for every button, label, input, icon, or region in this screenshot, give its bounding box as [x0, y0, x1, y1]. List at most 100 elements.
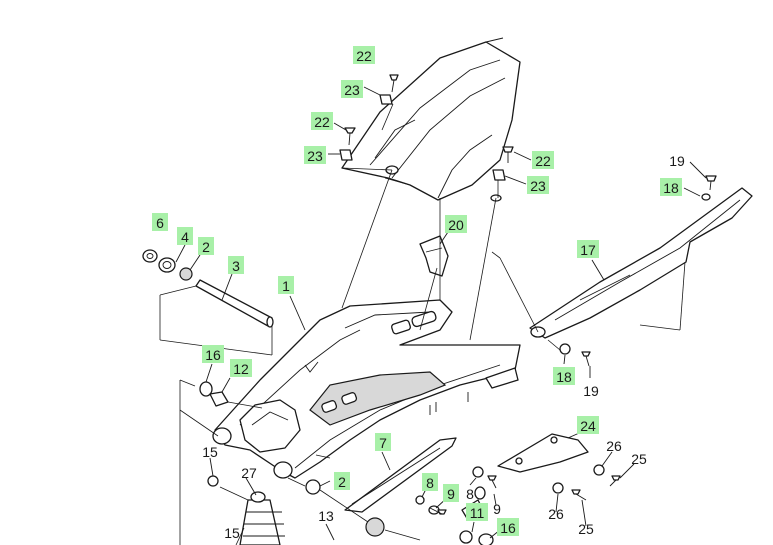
callout-number: 18: [556, 369, 572, 385]
callout-15: 15: [202, 444, 218, 460]
callout-highlight: [577, 416, 599, 434]
callout-6: 6: [152, 213, 168, 231]
callout-highlight: [230, 359, 252, 377]
callout-number: 22: [356, 48, 372, 64]
guide-lines: [159, 103, 686, 545]
callout-number: 26: [548, 506, 564, 522]
callout-number: 13: [318, 508, 334, 524]
callout-9: 9: [443, 484, 459, 502]
callout-number: 19: [583, 383, 599, 399]
callout-highlight: [375, 433, 391, 451]
callout-15: 15: [224, 525, 240, 541]
callout-18: 18: [553, 367, 575, 385]
bushing-part-2: [179, 267, 193, 281]
callout-highlight: [577, 240, 599, 258]
callout-highlight: [527, 176, 549, 194]
callout-8: 8: [466, 486, 474, 502]
callout-25: 25: [631, 451, 647, 467]
callout-highlight: [422, 473, 438, 491]
callout-16: 16: [497, 518, 519, 536]
bushing-part-12: [209, 391, 229, 407]
callout-highlight: [466, 503, 488, 521]
shock-mount-part: [239, 399, 301, 453]
callout-number: 8: [466, 486, 474, 502]
shock-absorber-part: [239, 491, 285, 545]
callout-2: 2: [334, 472, 350, 490]
callout-number: 23: [344, 82, 360, 98]
callout-highlight: [177, 227, 193, 245]
bracket-part: [497, 433, 589, 473]
callout-number: 6: [156, 215, 164, 231]
callout-number: 15: [224, 525, 240, 541]
callout-highlight: [152, 213, 168, 231]
callout-number: 26: [606, 438, 622, 454]
callout-highlight: [443, 484, 459, 502]
callout-number: 7: [379, 435, 387, 451]
callout-27: 27: [241, 465, 257, 481]
callout-number: 23: [530, 178, 546, 194]
callout-19: 19: [669, 153, 685, 169]
callout-23: 23: [304, 146, 326, 164]
callout-highlight: [660, 178, 682, 196]
callout-number: 20: [448, 217, 464, 233]
callout-highlight: [198, 237, 214, 255]
callout-number: 16: [205, 347, 221, 363]
callout-number: 11: [470, 505, 485, 521]
callout-19: 19: [583, 383, 599, 399]
callout-16: 16: [202, 345, 224, 363]
callout-highlight: [228, 256, 244, 274]
callout-highlight: [341, 80, 363, 98]
callout-highlight: [353, 46, 375, 64]
callout-number: 2: [338, 474, 346, 490]
callout-2: 2: [198, 237, 214, 255]
callout-number: 2: [202, 239, 210, 255]
callout-highlight: [334, 472, 350, 490]
callout-number: 25: [578, 521, 594, 537]
callout-8: 8: [422, 473, 438, 491]
washer-part-4: [158, 257, 176, 273]
callout-20: 20: [445, 215, 467, 233]
callout-highlight: [278, 276, 294, 294]
callout-highlight: [304, 146, 326, 164]
callout-number: 9: [493, 501, 501, 517]
bolts: [339, 74, 717, 541]
callout-22: 22: [532, 151, 554, 169]
callout-number: 1: [282, 278, 290, 294]
callout-26: 26: [548, 506, 564, 522]
clip-part-20: [419, 235, 449, 277]
callout-highlight: [497, 518, 519, 536]
chain-slider-part: [344, 437, 457, 513]
callout-number: 19: [669, 153, 685, 169]
callout-26: 26: [606, 438, 622, 454]
callout-highlight: [311, 112, 333, 130]
callout-highlight: [445, 215, 467, 233]
callout-7: 7: [375, 433, 391, 451]
callout-25: 25: [578, 521, 594, 537]
callout-13: 13: [318, 508, 334, 524]
callout-highlight: [202, 345, 224, 363]
callout-number: 8: [426, 475, 434, 491]
callout-number: 12: [233, 361, 249, 377]
callout-24: 24: [577, 416, 599, 434]
callout-number: 23: [307, 148, 323, 164]
callout-9: 9: [493, 501, 501, 517]
callout-number: 9: [447, 486, 455, 502]
callout-number: 3: [232, 258, 240, 274]
callout-3: 3: [228, 256, 244, 274]
callout-11: 11: [466, 503, 488, 521]
callout-number: 27: [241, 465, 257, 481]
callout-number: 18: [663, 180, 679, 196]
callout-number: 4: [181, 229, 189, 245]
chain-guard-part: [529, 187, 753, 339]
callout-22: 22: [353, 46, 375, 64]
callout-4: 4: [177, 227, 193, 245]
callout-17: 17: [577, 240, 599, 258]
callout-22: 22: [311, 112, 333, 130]
callout-23: 23: [341, 80, 363, 98]
leader-lines: [175, 86, 707, 541]
callout-number: 15: [202, 444, 218, 460]
callout-highlight: [532, 151, 554, 169]
callout-highlight: [553, 367, 575, 385]
